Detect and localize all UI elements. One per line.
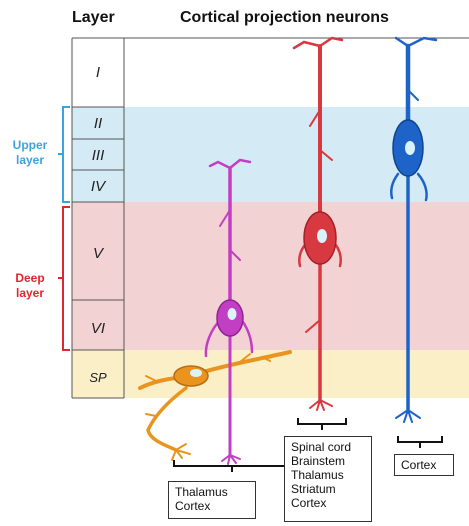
layer-label-ii: II [93, 115, 103, 132]
blue-target-box: Cortex [394, 454, 454, 476]
deep-layer-label: Deep layer [15, 271, 45, 300]
target-cortex: Cortex [291, 496, 327, 510]
upper-layer-label: Upper layer [12, 138, 48, 167]
magenta-target-box: Thalamus Cortex [168, 481, 256, 519]
target-thalamus: Thalamus [291, 468, 344, 482]
target-cortex: Cortex [401, 458, 437, 472]
target-thalamus: Thalamus [175, 485, 228, 499]
target-brainstem: Brainstem [291, 454, 346, 468]
magenta-target-bracket [173, 460, 291, 472]
layer-label-iv: IV [90, 178, 106, 195]
target-cortex: Cortex [175, 499, 211, 513]
layer-label-i: I [95, 64, 101, 81]
deep-layer-band [72, 202, 469, 350]
layer-label-iii: III [91, 147, 105, 164]
corticothalamic-neuron-icon [204, 158, 254, 465]
subplate-neuron-icon [138, 350, 292, 461]
layer-label-v: V [92, 245, 103, 262]
target-striatum: Striatum [291, 482, 336, 496]
neurons-title: Cortical projection neurons [180, 9, 389, 26]
layer-label-vi: VI [90, 320, 106, 337]
target-spinal-cord: Spinal cord [291, 440, 352, 454]
intracortical-projection-neuron-icon [390, 36, 438, 423]
layer-label-sp: SP [89, 370, 107, 385]
subcortical-projection-neuron-icon [292, 36, 344, 411]
red-target-bracket [297, 418, 347, 430]
red-target-box: Spinal cord Brainstem Thalamus Striatum … [284, 436, 372, 522]
blue-target-bracket [397, 436, 443, 448]
layer-column-title: Layer [72, 9, 115, 26]
